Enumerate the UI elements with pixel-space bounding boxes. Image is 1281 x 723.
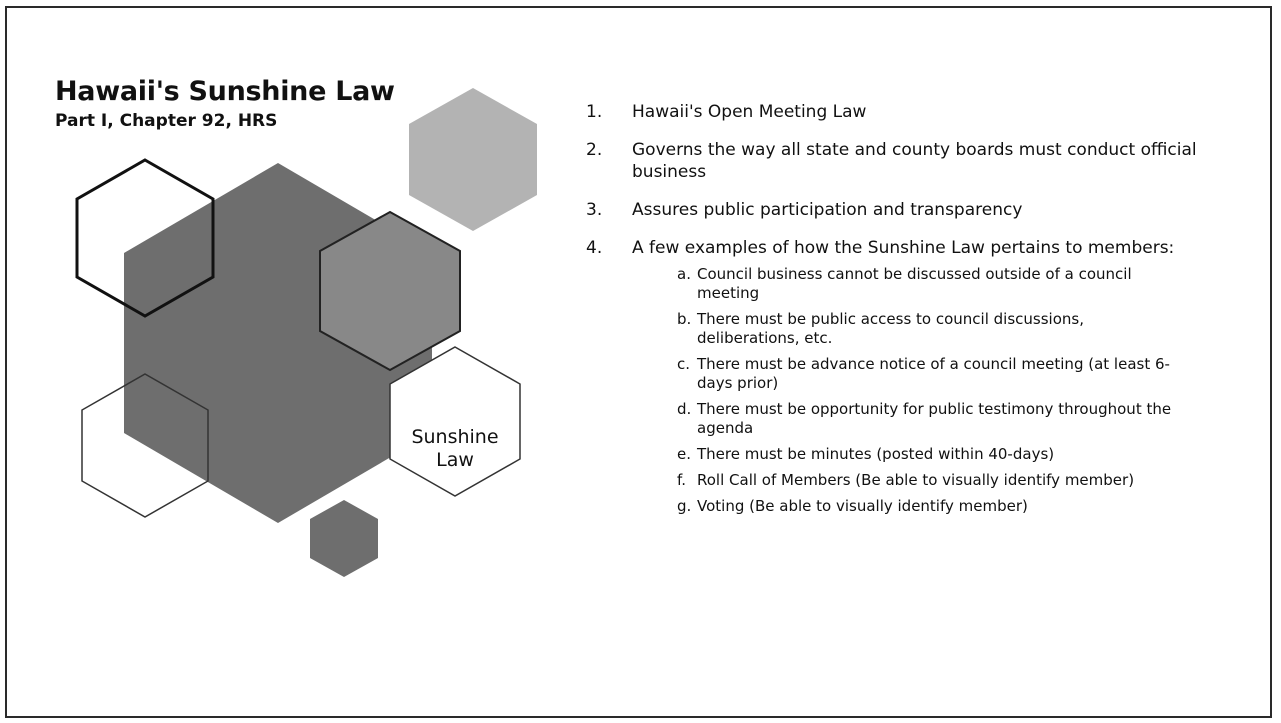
list-item-number: 2. [586, 140, 603, 160]
sunshine-hexagon [389, 346, 521, 497]
outline-hexagon-top-left [75, 158, 215, 318]
sub-list-letter: a. [677, 265, 691, 283]
sub-list-text: There must be minutes (posted within 40-… [697, 445, 1055, 463]
sub-list-letter: d. [677, 400, 692, 418]
list-item-number: 1. [586, 102, 603, 122]
sub-list: a. Council business cannot be discussed … [677, 265, 1187, 516]
list-item-text: Assures public participation and transpa… [632, 200, 1023, 220]
sub-list-text: Roll Call of Members (Be able to visuall… [697, 471, 1135, 489]
small-dark-hexagon [310, 500, 378, 577]
slide-title: Hawaii's Sunshine Law [55, 76, 395, 107]
sub-list-item: d. There must be opportunity for public … [677, 400, 1187, 438]
sub-list-item: e. There must be minutes (posted within … [677, 445, 1187, 464]
sub-list-letter: b. [677, 310, 692, 328]
medium-gray-hexagon [319, 210, 461, 372]
sub-list-letter: e. [677, 445, 691, 463]
list-item-text: A few examples of how the Sunshine Law p… [632, 238, 1175, 258]
list-item: 3. Assures public participation and tran… [586, 199, 1206, 221]
sub-list-text: There must be opportunity for public tes… [697, 400, 1172, 437]
main-list: 1. Hawaii's Open Meeting Law 2. Governs … [586, 101, 1206, 532]
outline-hexagon-bottom-left [81, 373, 209, 518]
list-item: 4. A few examples of how the Sunshine La… [586, 237, 1206, 516]
list-item-number: 4. [586, 238, 603, 258]
sub-list-text: There must be advance notice of a counci… [697, 355, 1170, 392]
sub-list-text: Voting (Be able to visually identify mem… [697, 497, 1028, 515]
sub-list-letter: f. [677, 471, 686, 489]
hex-label-line1: Sunshine [411, 426, 499, 448]
sub-list-letter: c. [677, 355, 691, 373]
sub-list-letter: g. [677, 497, 692, 515]
light-gray-hexagon [409, 88, 537, 231]
sub-list-item: a. Council business cannot be discussed … [677, 265, 1187, 303]
list-item-number: 3. [586, 200, 603, 220]
sub-list-item: g. Voting (Be able to visually identify … [677, 497, 1187, 516]
sub-list-item: b. There must be public access to counci… [677, 310, 1187, 348]
sub-list-text: There must be public access to council d… [697, 310, 1084, 347]
sunshine-law-label: Sunshine Law [390, 426, 520, 472]
slide-subtitle: Part I, Chapter 92, HRS [55, 111, 278, 131]
list-item-text: Governs the way all state and county boa… [632, 140, 1197, 182]
list-item-text: Hawaii's Open Meeting Law [632, 102, 867, 122]
sub-list-item: c. There must be advance notice of a cou… [677, 355, 1187, 393]
list-item: 1. Hawaii's Open Meeting Law [586, 101, 1206, 123]
sub-list-text: Council business cannot be discussed out… [697, 265, 1132, 302]
list-item: 2. Governs the way all state and county … [586, 139, 1206, 183]
hex-label-line2: Law [436, 449, 474, 471]
sub-list-item: f. Roll Call of Members (Be able to visu… [677, 471, 1187, 490]
